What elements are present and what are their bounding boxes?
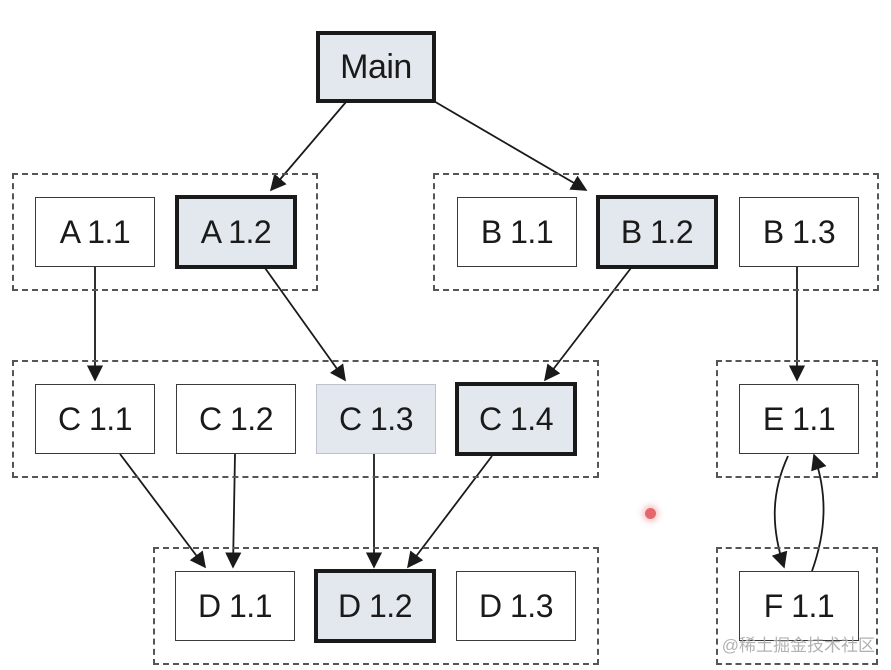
node-a12[interactable]: A 1.2 [175, 195, 297, 269]
node-d13[interactable]: D 1.3 [456, 571, 576, 641]
group-f [716, 547, 878, 665]
node-c13[interactable]: C 1.3 [316, 384, 436, 454]
node-e11[interactable]: E 1.1 [739, 384, 859, 454]
node-c14[interactable]: C 1.4 [455, 382, 577, 456]
watermark: @稀土掘金技术社区 [721, 636, 875, 655]
node-b13[interactable]: B 1.3 [739, 197, 859, 267]
group-b [433, 173, 879, 291]
node-b11[interactable]: B 1.1 [457, 197, 577, 267]
node-c11[interactable]: C 1.1 [35, 384, 155, 454]
group-a [12, 173, 318, 291]
node-c12[interactable]: C 1.2 [176, 384, 296, 454]
edge-main-b12 [431, 99, 588, 191]
group-e [716, 360, 878, 478]
group-c [12, 360, 599, 478]
cursor-dot [645, 508, 656, 519]
node-b12[interactable]: B 1.2 [596, 195, 718, 269]
node-d11[interactable]: D 1.1 [175, 571, 295, 641]
node-a11[interactable]: A 1.1 [35, 197, 155, 267]
node-d12[interactable]: D 1.2 [314, 569, 436, 643]
node-main[interactable]: Main [316, 31, 436, 103]
group-d [153, 547, 599, 665]
node-f11[interactable]: F 1.1 [739, 571, 859, 641]
edge-e11-f11 [771, 455, 789, 569]
edge-f11-e11 [811, 453, 827, 572]
edge-main-a12 [269, 101, 347, 192]
